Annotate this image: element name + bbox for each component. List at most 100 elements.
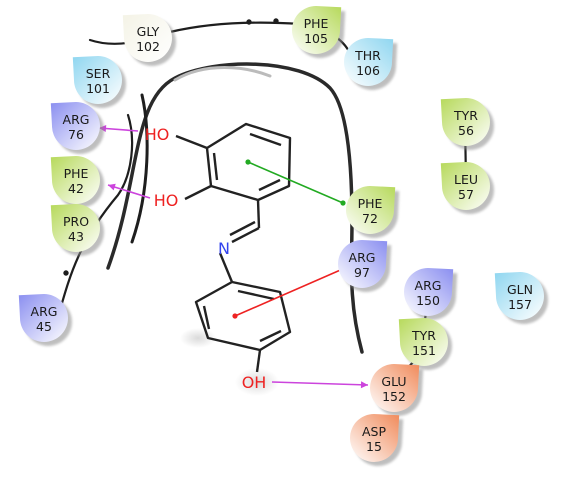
atom-oh-bottom: OH [242,373,267,392]
residue-name: PHE [358,196,383,211]
phe72-interaction-node [340,200,346,206]
backbone-node [273,18,279,24]
bond-ch-n-double [229,220,256,237]
ring2-center [232,313,238,319]
residue-number: 106 [356,63,380,78]
hbond-glu152 [271,381,369,386]
pocket-contour-arc [106,62,364,354]
hbond-arrowhead [108,183,116,191]
residue-name: ARG [63,112,90,127]
ring1-inner-bond [249,132,282,147]
pocket-contour-left [130,93,149,244]
residue-number: 97 [354,265,370,280]
residue-body [18,294,68,342]
bond-c-oh-top [175,134,208,150]
residue-name: GLU [381,374,406,389]
residue-number: 15 [366,439,382,454]
residue-name: ASP [362,424,386,439]
residue-number: 105 [304,31,328,46]
residue-body [338,240,388,288]
residue-number: 152 [382,389,406,404]
residue-name: ARG [349,250,376,265]
ring1-inner-bond [258,178,281,192]
ring2-inner-bond [259,329,282,343]
residue-name: ARG [415,278,442,293]
residue-body [344,38,394,86]
cation-pi-arg97 [234,267,346,317]
residue-body [50,102,100,150]
bond-ch-n [231,226,260,244]
residue-number: 151 [412,343,436,358]
residue-body [72,56,122,104]
residue-body [440,162,490,210]
residue-number: 72 [362,211,378,226]
residue-body [494,272,544,320]
residue-body [440,98,490,146]
bond-n-c [218,252,234,283]
ring2-inner-bond [202,305,211,330]
residue-number: 157 [508,297,532,312]
residue-number: 56 [458,123,474,138]
residue-body [398,318,448,366]
residue-name: GLY [137,24,160,39]
residue-number: 102 [136,39,160,54]
pocket-contour-gray [173,66,272,82]
ring1-inner-bond [212,152,219,181]
oxygen-glow [235,368,279,396]
residue-number: 150 [416,293,440,308]
residue-body [350,414,400,462]
residue-body [404,268,454,316]
residue-name: GLN [507,282,533,297]
residue-name: PHE [304,16,329,31]
residue-name: PHE [64,166,89,181]
residue-number: 45 [36,319,52,334]
pi-pi-phe72 [247,161,344,204]
residue-body [50,156,100,204]
residue-name: PRO [63,214,89,229]
residue-body [370,364,420,412]
backbone-node [63,270,69,276]
residue-body [292,6,342,54]
ring2-inner-bond [237,289,275,301]
backbone-left [58,113,134,312]
residue-name: THR [354,48,381,63]
residue-name: TYR [411,328,436,343]
bond-c-oh-mid [184,184,212,201]
atom-ho-top: HO [145,125,170,144]
residue-number: 43 [68,229,84,244]
residue-number: 42 [68,181,84,196]
residue-number: 76 [68,127,84,142]
bond-c-ch [256,199,261,229]
residues: GLY102PHE105SER101THR106ARG76TYR56PHE42L… [18,6,544,462]
interaction-lines [98,125,369,389]
backbone-node [246,19,252,25]
bond-c-oh-bottom [255,349,262,373]
residue-body [122,14,172,62]
atom-n-imine: N [218,239,230,258]
hbond-arrowhead [99,125,107,133]
ligand [175,122,292,396]
hbond-phe42 [107,184,151,199]
atom-labels: HO HO N OH [145,125,267,392]
ring1-center [245,159,251,165]
residue-name: SER [86,66,111,81]
residue-name: LEU [454,172,478,187]
